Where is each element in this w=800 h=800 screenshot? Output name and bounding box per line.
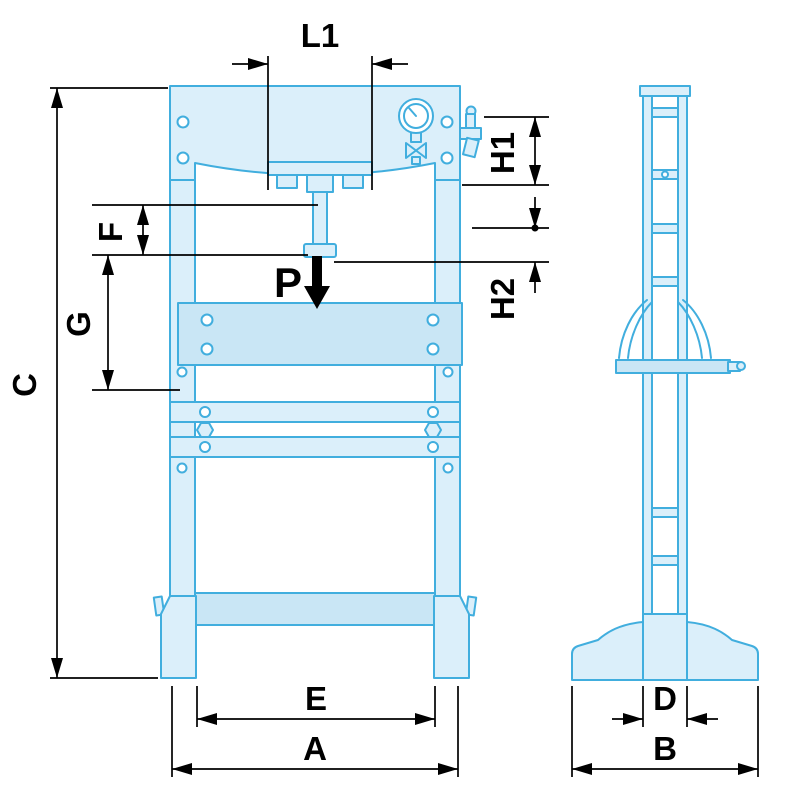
dim-label-a: A	[303, 730, 327, 767]
force-P: P	[274, 256, 330, 309]
side-base	[571, 613, 759, 681]
work-table	[177, 302, 463, 366]
dimension-L1: L1	[232, 17, 408, 190]
dim-label-f: F	[92, 222, 129, 242]
side-column	[639, 85, 691, 615]
dimension-F: F	[92, 204, 318, 256]
dimension-H1: H1	[462, 116, 549, 186]
side-view	[571, 85, 759, 681]
force-arrow-icon	[304, 256, 330, 309]
ram-assembly	[267, 161, 373, 258]
dim-label-b: B	[653, 730, 677, 767]
dimension-G: G	[60, 255, 180, 391]
dim-label-h2: H2	[484, 278, 521, 320]
dim-label-l1: L1	[301, 17, 340, 54]
dim-label-h1: H1	[484, 132, 521, 174]
dim-label-e: E	[305, 680, 327, 717]
side-table-bracket	[615, 299, 746, 374]
press-columns	[169, 179, 461, 606]
hex-bolt-icon	[196, 422, 214, 438]
press-feet	[152, 595, 478, 679]
pump-fitting-icon	[459, 105, 482, 159]
pressure-gauge-icon	[398, 98, 434, 165]
front-view	[152, 85, 482, 679]
dimension-A: A	[171, 686, 459, 777]
table-support-strips	[169, 401, 461, 458]
dim-label-d: D	[653, 680, 677, 717]
dim-label-c: C	[6, 373, 43, 397]
dimension-B: B	[571, 686, 759, 777]
dimension-H2: H2	[334, 197, 549, 320]
lower-beam	[194, 592, 436, 626]
dimension-C: C	[6, 87, 168, 679]
force-label-p: P	[274, 259, 302, 306]
hex-bolt-icon	[424, 422, 442, 438]
dimension-D: D	[612, 680, 718, 727]
dim-label-g: G	[60, 311, 97, 337]
dimension-E: E	[196, 680, 436, 727]
